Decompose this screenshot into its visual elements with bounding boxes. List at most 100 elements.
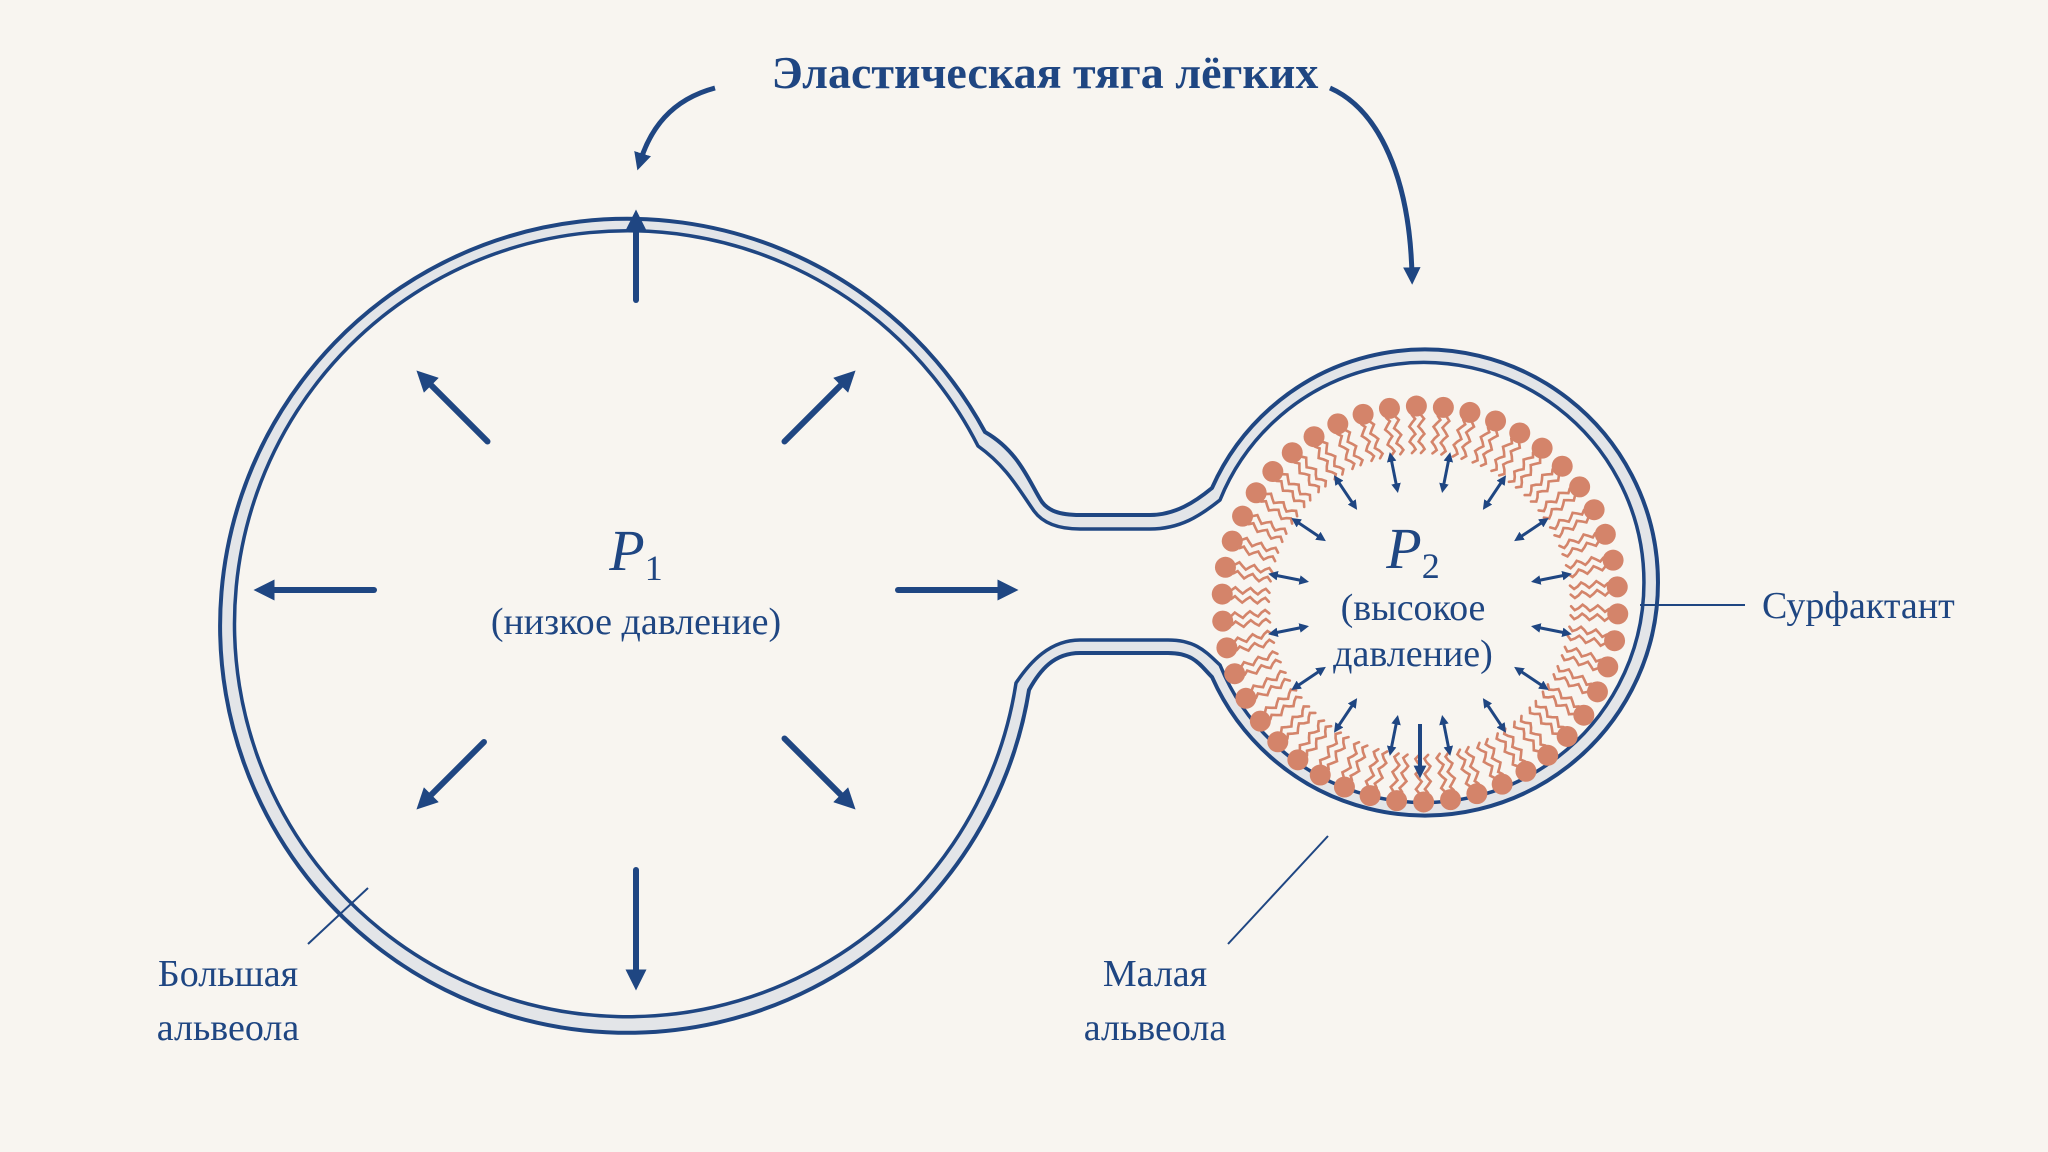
surfactant-head: [1386, 790, 1408, 812]
surfactant-head: [1221, 530, 1243, 552]
surfactant-head: [1569, 476, 1591, 498]
surfactant-molecule: [1214, 556, 1274, 583]
surfactant-head: [1232, 505, 1254, 527]
small-pressure-arrow: [1439, 715, 1454, 756]
surfactant-head: [1602, 549, 1624, 571]
surfactant-molecule: [1541, 683, 1595, 726]
surfactant-molecule: [1245, 482, 1299, 525]
surfactant-tail: [1553, 516, 1590, 539]
surfactant-molecule: [1281, 442, 1328, 494]
surfactant-molecule: [1568, 576, 1628, 600]
small-pressure-arrow: [1291, 517, 1326, 542]
surfactant-tail: [1443, 751, 1457, 792]
surfactant-tail: [1475, 741, 1496, 780]
p1-description: (низкое давление): [491, 601, 781, 643]
surfactant-tail: [1537, 487, 1571, 513]
surfactant-tail: [1407, 413, 1418, 455]
surfactant-tail: [1300, 455, 1328, 488]
surfactant-tail: [1542, 494, 1577, 520]
surfactant-head: [1432, 396, 1454, 418]
p2-symbol: P: [1385, 516, 1421, 581]
small-pressure-arrow: [1386, 715, 1401, 756]
surfactant-head: [1491, 773, 1513, 795]
pressure-arrow-8: [416, 370, 491, 445]
large-alveolus-label-line1: Большая: [158, 953, 298, 995]
surfactant-tail: [1336, 432, 1356, 471]
surfactant-molecule: [1523, 455, 1573, 503]
surfactant-molecule: [1495, 727, 1537, 782]
surfactant-head: [1216, 637, 1238, 659]
surfactant-head: [1551, 455, 1573, 477]
p2-description-line2: давление): [1333, 633, 1493, 675]
surfactant-tail: [1230, 585, 1271, 596]
surfactant-molecule: [1267, 705, 1317, 753]
surfactant-tail: [1569, 588, 1610, 600]
surfactant-head: [1413, 791, 1435, 813]
small-pressure-arrow: [1531, 623, 1572, 638]
p1-label: P1: [608, 518, 662, 588]
small-pressure-arrow: [1333, 475, 1358, 510]
surfactant-head: [1359, 785, 1381, 807]
surfactant-tail: [1512, 720, 1540, 753]
surfactant-molecule: [1221, 530, 1280, 563]
surfactant-molecule: [1386, 752, 1410, 812]
elastic-recoil-arrow-right: [1328, 85, 1421, 285]
surfactant-tail: [1230, 617, 1272, 629]
surfactant-molecule: [1309, 731, 1350, 786]
surfactant-tail: [1484, 737, 1504, 776]
surfactant-tail: [1321, 440, 1345, 476]
surfactant-molecule: [1558, 523, 1616, 558]
surfactant-molecule: [1490, 422, 1531, 477]
surfactant-head: [1378, 397, 1400, 419]
surfactant-tail: [1546, 683, 1581, 709]
surfactant-molecule: [1566, 625, 1626, 652]
surfactant-tail: [1230, 608, 1271, 620]
surfactant-tail: [1495, 732, 1519, 768]
surfactant-molecule: [1405, 395, 1427, 455]
p2-description-line1: (высокое: [1341, 587, 1486, 629]
surfactant-tail: [1269, 695, 1303, 721]
surfactant-tail: [1389, 752, 1401, 793]
surfactant-molecule: [1327, 413, 1365, 471]
surfactant-molecule: [1212, 608, 1272, 632]
surfactant-tail: [1298, 719, 1326, 752]
surfactant-molecule: [1552, 664, 1608, 703]
small-pressure-arrow: [1531, 570, 1572, 585]
surfactant-head: [1287, 749, 1309, 771]
surfactant-molecule: [1564, 549, 1624, 579]
p1-symbol: P: [608, 518, 644, 583]
p2-label: P2: [1385, 516, 1439, 586]
surfactant-tail: [1373, 750, 1389, 790]
pressure-arrow-4: [781, 735, 856, 810]
small-alveolus-pressure-arrows: [1268, 452, 1572, 779]
surfactant-tail: [1275, 479, 1306, 509]
surfactant-head: [1515, 760, 1537, 782]
surfactant-tail: [1519, 714, 1547, 747]
surfactant-tail: [1523, 468, 1554, 497]
surfactant-tail: [1439, 415, 1451, 456]
surfactant-tail: [1464, 745, 1480, 785]
small-pressure-arrow: [1439, 452, 1454, 493]
surfactant-tail: [1229, 594, 1271, 605]
small-pressure-arrow: [1333, 698, 1358, 733]
surfactant-tail: [1569, 612, 1610, 623]
surfactant-molecule: [1512, 714, 1559, 766]
small-alveolus-label-line2: альвеола: [1084, 1007, 1227, 1049]
surfactant-tail: [1497, 441, 1522, 477]
elastic-recoil-arrow-left: [634, 85, 716, 171]
surfactant-tail: [1566, 564, 1607, 579]
surfactant-tail: [1250, 669, 1287, 692]
surfactant-tail: [1514, 456, 1542, 489]
surfactant-tail: [1471, 426, 1491, 464]
surfactant-tail: [1247, 521, 1284, 544]
p2-subscript: 2: [1422, 546, 1440, 586]
pressure-arrow-2: [781, 370, 856, 445]
surfactant-tail: [1460, 420, 1476, 461]
surfactant-head: [1333, 776, 1355, 798]
surfactant-tail: [1383, 416, 1397, 457]
surfactant-head: [1594, 523, 1616, 545]
surfactant-head: [1485, 410, 1507, 432]
surfactant-molecule: [1434, 751, 1462, 811]
alveoli-wall-inner: [232, 229, 1646, 1019]
